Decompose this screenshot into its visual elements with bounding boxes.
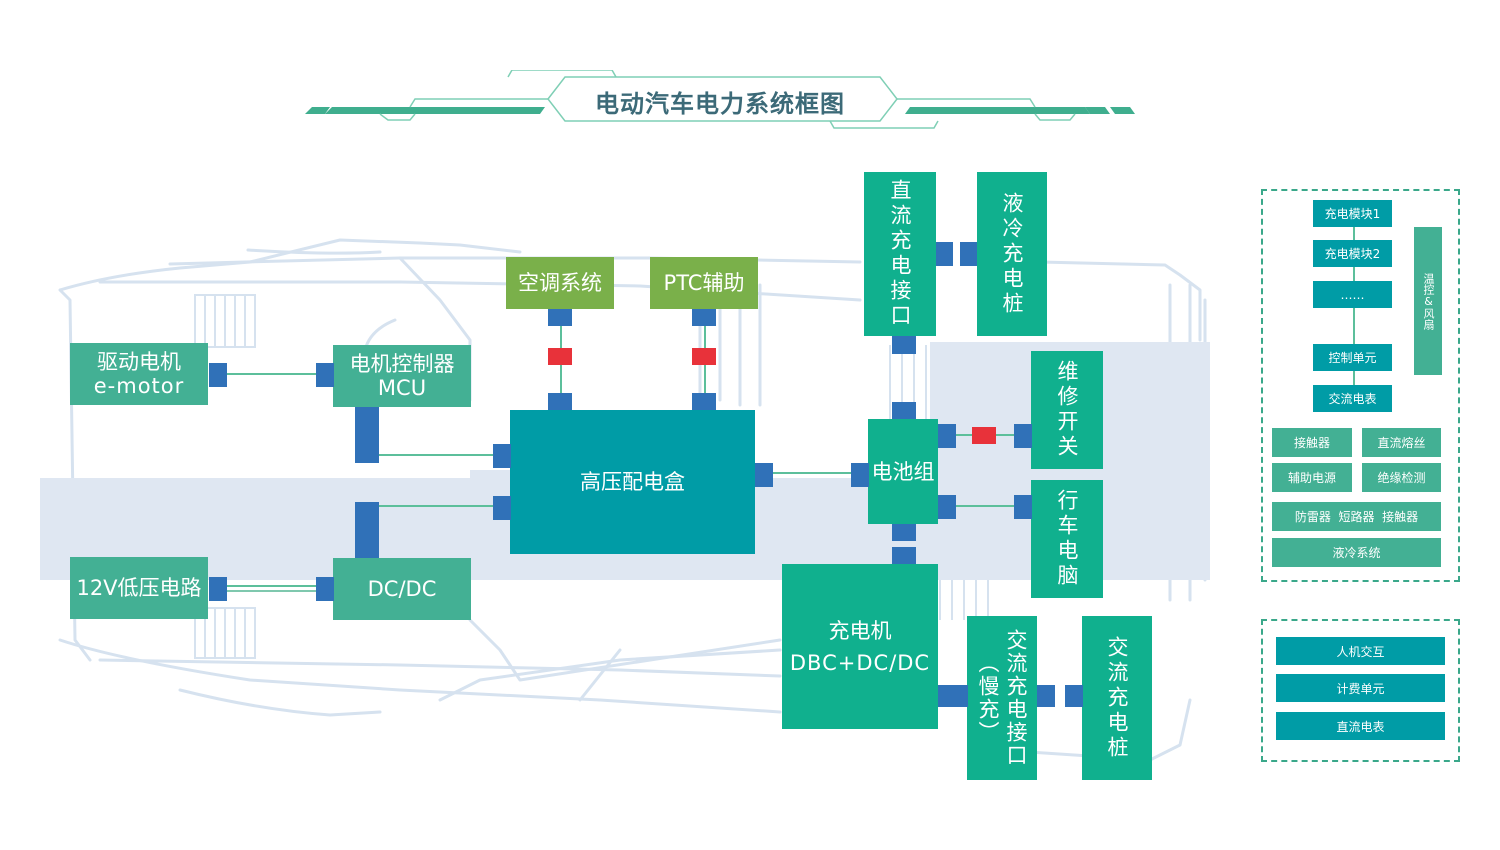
connector-dc-port-bottom xyxy=(892,336,916,354)
connector-ac-pile-left xyxy=(1065,685,1083,707)
connector-battery-right-2 xyxy=(938,495,956,519)
connector-dcdc-left xyxy=(316,577,334,601)
connector-dc-port-right xyxy=(936,242,953,266)
connector-ptc-bottom xyxy=(692,309,716,326)
wire-battery-vcu xyxy=(955,505,1015,507)
wire-lv-dcdc xyxy=(227,585,317,587)
connector-battery-right-1 xyxy=(938,424,956,448)
connector-battery-bottom xyxy=(892,524,916,541)
block-onboard-charger-label: 充电机 xyxy=(828,618,892,643)
charging-module-2[interactable]: 充电模块2 xyxy=(1313,240,1392,267)
connector-pdu-left-2 xyxy=(493,496,511,520)
dc-meter[interactable]: 直流电表 xyxy=(1276,712,1445,740)
block-battery-pack[interactable]: 电池组 xyxy=(868,419,938,524)
block-dc-charging-port[interactable]: 直流充电接口 xyxy=(864,172,936,336)
connector-motor xyxy=(209,363,227,387)
connector-vcu-left xyxy=(1014,495,1032,519)
panel-user-units xyxy=(1261,619,1460,762)
block-ac-charging-port-label: 交流充电接口 xyxy=(1004,629,1028,767)
connector-mcu-left xyxy=(316,363,334,387)
liquid-cooling-system[interactable]: 液冷系统 xyxy=(1272,538,1441,567)
wire-mcu-pdu xyxy=(378,454,493,456)
panel-charging-pile-internals xyxy=(1261,189,1460,582)
wire-lv-dcdc-2 xyxy=(227,590,317,592)
connector-charger-right xyxy=(938,685,968,707)
contactor[interactable]: 接触器 xyxy=(1272,428,1352,457)
block-motor-controller-label: 电机控制器 xyxy=(349,352,455,376)
block-air-conditioning[interactable]: 空调系统 xyxy=(506,257,614,309)
block-onboard-charger-sublabel: DBC+DC/DC xyxy=(789,650,931,675)
connector-ac-bottom xyxy=(548,309,572,326)
wire-dcdc-pdu xyxy=(378,505,493,507)
block-motor-controller-sublabel: MCU xyxy=(377,376,427,400)
connector-mcu-bottom xyxy=(355,407,379,463)
block-service-switch[interactable]: 维修开关 xyxy=(1031,351,1103,469)
block-vehicle-control-unit[interactable]: 行车电脑 xyxy=(1031,480,1103,598)
block-liquid-cooled-charging-pile[interactable]: 液冷充电桩 xyxy=(977,172,1047,336)
connector-charger-top xyxy=(892,547,916,564)
block-motor-controller[interactable]: 电机控制器 MCU xyxy=(333,345,471,407)
wire-pdu-battery xyxy=(772,472,852,474)
connector-pdu-left-1 xyxy=(493,444,511,468)
insulation-detection[interactable]: 绝缘检测 xyxy=(1362,463,1441,492)
fuse-ptc xyxy=(692,348,716,365)
connector-pdu-top-1 xyxy=(548,393,572,410)
block-ptc-auxiliary[interactable]: PTC辅助 xyxy=(650,257,758,309)
block-drive-motor[interactable]: 驱动电机 e-motor xyxy=(70,343,208,405)
connector-lv xyxy=(209,577,227,601)
block-dcdc[interactable]: DC/DC xyxy=(333,558,471,620)
connector-ac-port-right xyxy=(1037,685,1055,707)
dc-fuse[interactable]: 直流熔丝 xyxy=(1362,428,1441,457)
block-ac-charging-port-sublabel: （慢充） xyxy=(976,652,1000,744)
charging-module-1[interactable]: 充电模块1 xyxy=(1313,200,1392,227)
connector-switch-left xyxy=(1014,424,1032,448)
block-12v-low-voltage[interactable]: 12V低压电路 xyxy=(70,557,208,619)
connector-dcdc-top xyxy=(355,502,379,558)
connector-pdu-top-2 xyxy=(692,393,716,410)
block-high-voltage-distribution-box[interactable]: 高压配电盒 xyxy=(510,410,755,554)
page-title: 电动汽车电力系统框图 xyxy=(595,90,845,118)
block-drive-motor-sublabel: e-motor xyxy=(93,374,185,398)
connector-liquid-pile-left xyxy=(960,242,977,266)
auxiliary-power[interactable]: 辅助电源 xyxy=(1272,463,1352,492)
charging-module-more[interactable]: …… xyxy=(1313,281,1392,308)
fuse-service-switch xyxy=(972,427,996,444)
fuse-ac xyxy=(548,348,572,365)
block-onboard-charger[interactable]: 充电机 DBC+DC/DC xyxy=(782,564,938,729)
block-ac-charging-pile[interactable]: 交流充电桩 xyxy=(1082,616,1152,780)
billing-unit[interactable]: 计费单元 xyxy=(1276,674,1445,702)
connector-battery-left xyxy=(851,463,869,487)
block-ac-charging-port[interactable]: 交流充电接口 （慢充） xyxy=(967,616,1037,780)
control-unit[interactable]: 控制单元 xyxy=(1313,344,1392,371)
ac-meter[interactable]: 交流电表 xyxy=(1313,385,1392,412)
protection-devices-row[interactable]: 防雷器 短路器 接触器 xyxy=(1272,502,1441,531)
block-drive-motor-label: 驱动电机 xyxy=(97,350,181,374)
title-banner-decoration xyxy=(305,70,1135,129)
wire-motor-mcu xyxy=(227,373,317,375)
human-machine-interface[interactable]: 人机交互 xyxy=(1276,637,1445,665)
connector-battery-top xyxy=(892,402,916,419)
temperature-control-fan[interactable]: 温控&风扇 xyxy=(1414,227,1442,375)
connector-pdu-right xyxy=(755,463,773,487)
